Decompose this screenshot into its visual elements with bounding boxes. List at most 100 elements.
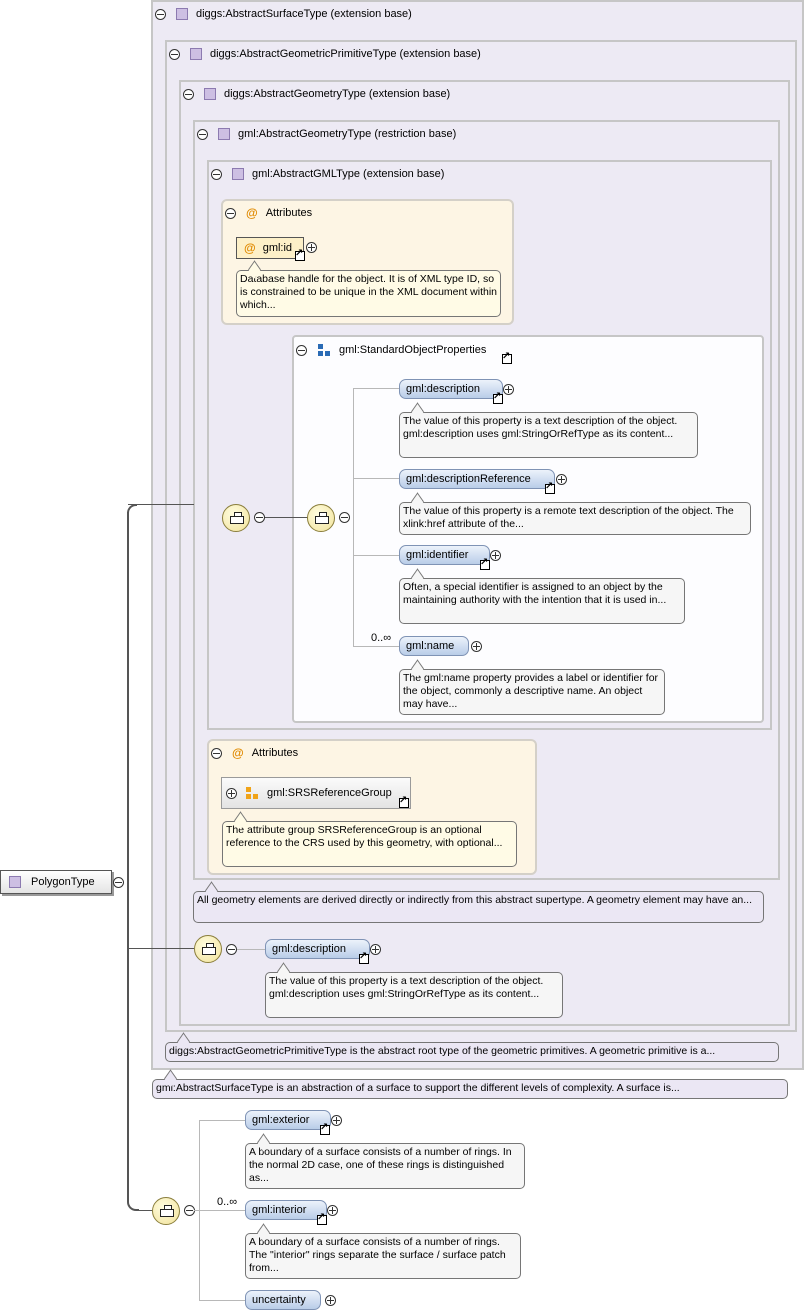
srs-reference-group[interactable]: gml:SRSReferenceGroup xyxy=(221,777,411,809)
reference-arrow-icon[interactable] xyxy=(295,248,305,261)
collapse-toggle-icon[interactable] xyxy=(225,207,236,219)
connector-line xyxy=(128,504,194,505)
attributes-label: Attributes xyxy=(251,747,299,759)
gml-id-annotation: Database handle for the object. It is of… xyxy=(236,270,501,317)
connector-line xyxy=(194,1210,245,1211)
attribute-icon: @ xyxy=(246,206,258,220)
diggs-description-element[interactable]: gml:description xyxy=(265,939,370,959)
sequence-compositor-icon[interactable] xyxy=(307,504,335,532)
reference-arrow-icon[interactable] xyxy=(317,1212,327,1225)
collapse-toggle-icon[interactable] xyxy=(113,877,124,888)
reference-arrow-icon[interactable] xyxy=(493,391,503,404)
gml-id-attribute[interactable]: @ gml:id xyxy=(236,237,304,259)
uncertainty-element[interactable]: uncertainty xyxy=(245,1290,321,1310)
attributes-header: @ Attributes xyxy=(225,204,312,222)
complex-type-icon xyxy=(9,876,21,888)
connector-line xyxy=(353,555,399,556)
attribute-group-icon xyxy=(245,786,259,800)
geometry-type-header: diggs:AbstractGeometryType (extension ba… xyxy=(183,85,450,103)
geometry-type-label: diggs:AbstractGeometryType (extension ba… xyxy=(224,88,451,100)
expand-toggle-icon[interactable] xyxy=(370,944,381,955)
connector-line xyxy=(127,512,129,1202)
connector-line xyxy=(199,1300,245,1301)
gml-exterior-element[interactable]: gml:exterior xyxy=(245,1110,331,1130)
gml-exterior-label: gml:exterior xyxy=(252,1114,310,1126)
gml-interior-label: gml:interior xyxy=(252,1204,307,1216)
collapse-toggle-icon[interactable] xyxy=(211,168,222,180)
connector-line xyxy=(128,948,194,949)
complex-type-icon xyxy=(176,8,188,20)
expand-toggle-icon[interactable] xyxy=(556,474,567,485)
collapse-toggle-icon[interactable] xyxy=(226,944,237,955)
polygon-type-node[interactable]: PolygonType xyxy=(0,870,112,894)
surface-type-label: diggs:AbstractSurfaceType (extension bas… xyxy=(196,8,412,20)
attributes-label: Attributes xyxy=(265,207,313,219)
reference-arrow-icon[interactable] xyxy=(359,951,369,964)
connector-line xyxy=(236,949,266,950)
sequence-compositor-icon[interactable] xyxy=(194,935,222,963)
collapse-toggle-icon[interactable] xyxy=(296,344,307,356)
collapse-toggle-icon[interactable] xyxy=(339,512,350,523)
complex-type-icon xyxy=(204,88,216,100)
expand-toggle-icon[interactable] xyxy=(327,1205,338,1216)
diggs-description-annotation: The value of this property is a text des… xyxy=(265,972,563,1018)
sequence-compositor-icon[interactable] xyxy=(152,1197,180,1225)
gml-description-reference-element[interactable]: gml:descriptionReference xyxy=(399,469,555,489)
gml-identifier-element[interactable]: gml:identifier xyxy=(399,545,490,565)
connector-line xyxy=(264,517,308,518)
gml-interior-annotation: A boundary of a surface consists of a nu… xyxy=(245,1233,521,1279)
reference-arrow-icon[interactable] xyxy=(399,795,409,808)
srs-reference-group-label: gml:SRSReferenceGroup xyxy=(267,787,392,799)
expand-toggle-icon[interactable] xyxy=(226,787,237,799)
geo-prim-type-header: diggs:AbstractGeometricPrimitiveType (ex… xyxy=(169,45,481,63)
gml-type-header: gml:AbstractGMLType (extension base) xyxy=(211,165,444,183)
expand-toggle-icon[interactable] xyxy=(331,1115,342,1126)
expand-toggle-icon[interactable] xyxy=(306,242,317,253)
gml-description-reference-annotation: The value of this property is a remote t… xyxy=(399,502,751,535)
gml-description-reference-label: gml:descriptionReference xyxy=(406,473,531,485)
reference-arrow-icon[interactable] xyxy=(320,1122,330,1135)
reference-arrow-icon[interactable] xyxy=(480,557,490,570)
expand-toggle-icon[interactable] xyxy=(490,550,501,561)
gml-exterior-annotation: A boundary of a surface consists of a nu… xyxy=(245,1143,525,1189)
group-icon xyxy=(317,343,331,357)
connector-line xyxy=(199,1120,245,1121)
surface-type-annotation: gml:AbstractSurfaceType is an abstractio… xyxy=(152,1079,788,1099)
occurrence-label: 0..∞ xyxy=(371,632,392,644)
reference-arrow-icon[interactable] xyxy=(502,351,512,364)
geo-prim-type-label: diggs:AbstractGeometricPrimitiveType (ex… xyxy=(210,48,481,60)
expand-toggle-icon[interactable] xyxy=(503,384,514,395)
complex-type-icon xyxy=(232,168,244,180)
gml-identifier-label: gml:identifier xyxy=(406,549,469,561)
expand-toggle-icon[interactable] xyxy=(471,641,482,652)
attribute-icon: @ xyxy=(232,746,244,760)
gml-name-element[interactable]: gml:name xyxy=(399,636,469,656)
gml-interior-element[interactable]: gml:interior xyxy=(245,1200,327,1220)
connector-line xyxy=(137,1210,153,1211)
gml-name-label: gml:name xyxy=(406,640,455,652)
complex-type-icon xyxy=(218,128,230,140)
occurrence-label: 0..∞ xyxy=(217,1196,238,1208)
gml-identifier-annotation: Often, a special identifier is assigned … xyxy=(399,578,685,624)
collapse-toggle-icon[interactable] xyxy=(169,48,180,60)
gml-description-annotation: The value of this property is a text des… xyxy=(399,412,698,458)
reference-arrow-icon[interactable] xyxy=(545,481,555,494)
standard-object-properties-label: gml:StandardObjectProperties xyxy=(339,344,487,356)
collapse-toggle-icon[interactable] xyxy=(211,747,222,759)
connector-line xyxy=(353,478,399,479)
collapse-toggle-icon[interactable] xyxy=(155,8,166,20)
gml-description-element[interactable]: gml:description xyxy=(399,379,503,399)
collapse-toggle-icon[interactable] xyxy=(254,512,265,523)
sequence-compositor-icon[interactable] xyxy=(222,504,250,532)
abstract-geometry-annotation: All geometry elements are derived direct… xyxy=(193,891,764,923)
collapse-toggle-icon[interactable] xyxy=(197,128,208,140)
attribute-icon: @ xyxy=(244,241,256,255)
attributes-header: @ Attributes xyxy=(211,744,298,762)
geometric-primitive-annotation: diggs:AbstractGeometricPrimitiveType is … xyxy=(165,1042,779,1062)
collapse-toggle-icon[interactable] xyxy=(183,88,194,100)
expand-toggle-icon[interactable] xyxy=(325,1295,336,1306)
connector-line xyxy=(353,388,399,389)
surface-type-header: diggs:AbstractSurfaceType (extension bas… xyxy=(155,5,412,23)
diggs-description-label: gml:description xyxy=(272,943,346,955)
gml-description-label: gml:description xyxy=(406,383,480,395)
